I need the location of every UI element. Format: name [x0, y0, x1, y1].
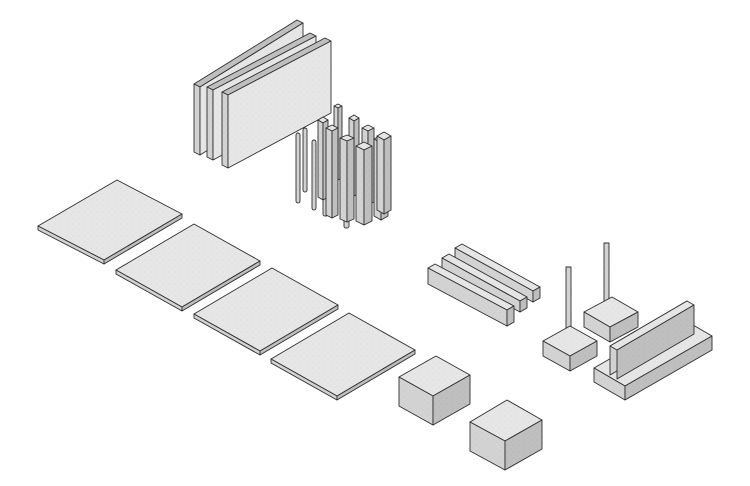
vertical-post — [311, 139, 317, 211]
horizontal-beam-group — [427, 243, 541, 327]
vertical-panel-group — [193, 19, 332, 169]
column-footing-group — [542, 242, 639, 372]
vertical-post — [295, 132, 301, 204]
column-footing — [583, 242, 639, 343]
horizontal-beam — [427, 263, 515, 327]
cube-block — [398, 355, 471, 426]
wall-footing — [593, 300, 713, 401]
floor-slab — [115, 223, 261, 312]
cube-block — [469, 399, 543, 471]
floor-slab — [270, 312, 416, 401]
floor-slab-group — [37, 179, 416, 401]
horizontal-beam — [454, 243, 541, 303]
vertical-post — [302, 127, 308, 193]
floor-slab — [193, 267, 339, 356]
vertical-post — [355, 141, 373, 226]
vertical-post-group — [295, 103, 392, 229]
vertical-post — [376, 131, 392, 215]
column-footing — [542, 266, 598, 372]
wall-footing-group — [593, 300, 713, 401]
cube-block-group — [398, 355, 543, 471]
vertical-panel — [221, 37, 332, 169]
floor-slab — [37, 179, 183, 265]
vertical-post — [339, 134, 355, 223]
vertical-post — [325, 124, 339, 219]
